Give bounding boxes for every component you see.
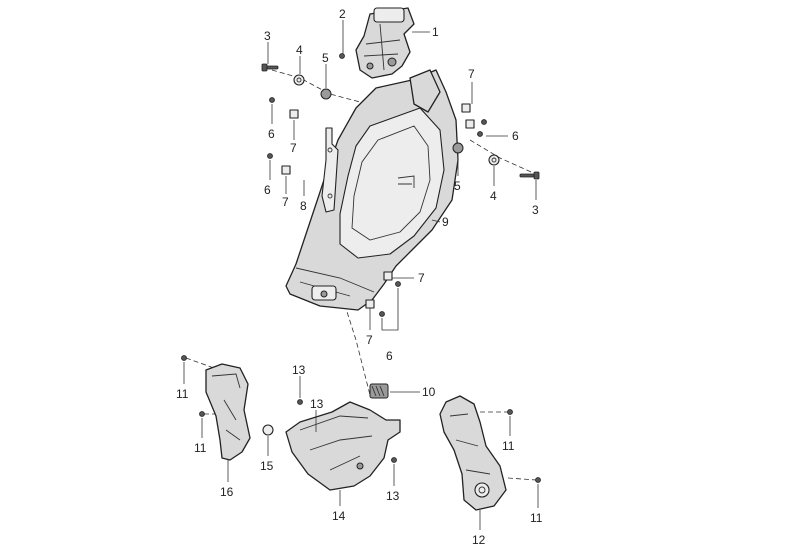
callout-4b: 4 <box>490 189 497 203</box>
callout-13b: 13 <box>310 397 324 411</box>
callout-10: 10 <box>422 385 436 399</box>
callout-6c: 6 <box>512 129 519 143</box>
callout-11: 11 <box>176 387 189 401</box>
callout-15: 15 <box>260 459 274 473</box>
callout-6: 6 <box>268 127 275 141</box>
part-right-cover <box>439 395 507 511</box>
part-actuator <box>355 7 415 79</box>
callout-7b: 7 <box>282 195 289 209</box>
callout-14: 14 <box>332 509 346 523</box>
callout-3b: 3 <box>532 203 539 217</box>
callout-9: 9 <box>442 215 449 229</box>
callout-11d: 11 <box>530 511 543 525</box>
callout-5b: 5 <box>454 179 461 193</box>
callout-6d: 6 <box>386 349 393 363</box>
callout-7c: 7 <box>468 67 475 81</box>
callout-5: 5 <box>322 51 329 65</box>
part-lower-cover <box>285 401 401 491</box>
callout-7: 7 <box>290 141 297 155</box>
callout-11b: 11 <box>194 441 207 455</box>
callout-7d: 7 <box>418 271 425 285</box>
callout-1: 1 <box>432 25 439 39</box>
part-left-cover <box>205 363 251 461</box>
leader-lines <box>183 20 539 530</box>
callouts: 1 2 3 4 5 6 7 6 7 8 7 6 5 4 3 9 7 7 6 10… <box>176 7 543 547</box>
callout-16: 16 <box>220 485 234 499</box>
callout-13c: 13 <box>386 489 400 503</box>
part-inner-panel <box>285 69 459 311</box>
part-bracket <box>321 127 339 213</box>
callout-7e: 7 <box>366 333 373 347</box>
callout-13: 13 <box>292 363 306 377</box>
assembly-paths <box>185 69 541 481</box>
callout-2: 2 <box>339 7 346 21</box>
callout-12: 12 <box>472 533 486 547</box>
callout-3: 3 <box>264 29 271 43</box>
callout-4: 4 <box>296 43 303 57</box>
callout-6b: 6 <box>264 183 271 197</box>
callout-11c: 11 <box>502 439 515 453</box>
hardware-items <box>181 53 541 483</box>
callout-8: 8 <box>300 199 307 213</box>
